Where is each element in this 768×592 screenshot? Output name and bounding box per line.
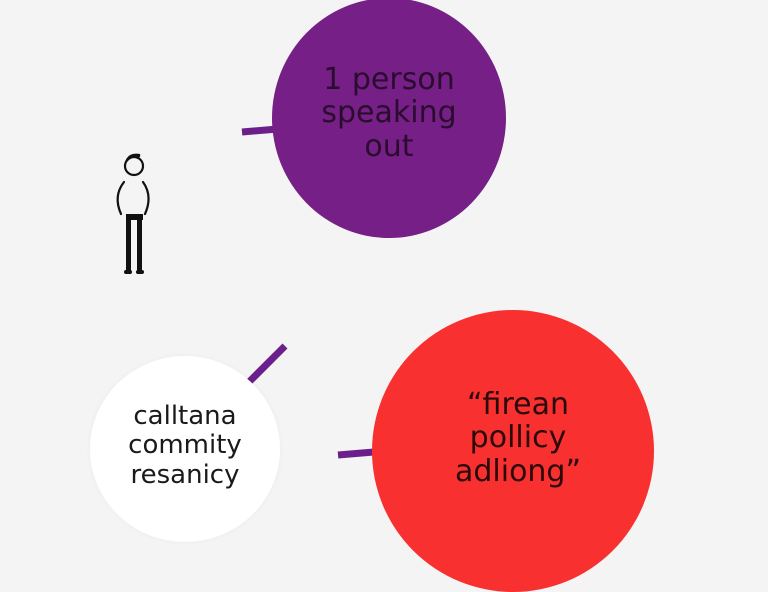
- connector-to-policy: [337, 448, 375, 459]
- node-community: calltana commity resanicy: [90, 356, 280, 542]
- node-policy-label: “firean pollicy adliong”: [454, 386, 582, 489]
- node-community-label: calltana commity resanicy: [128, 401, 242, 490]
- diagram-canvas: 1 person speaking out calltana commity r…: [90, 0, 654, 592]
- node-speaking-out-label: 1 person speaking out: [321, 61, 457, 164]
- connector-community-to-top: [242, 343, 288, 389]
- standing-person-icon: [116, 153, 150, 274]
- node-policy: “firean pollicy adliong”: [372, 310, 654, 592]
- node-speaking-out: 1 person speaking out: [272, 0, 506, 238]
